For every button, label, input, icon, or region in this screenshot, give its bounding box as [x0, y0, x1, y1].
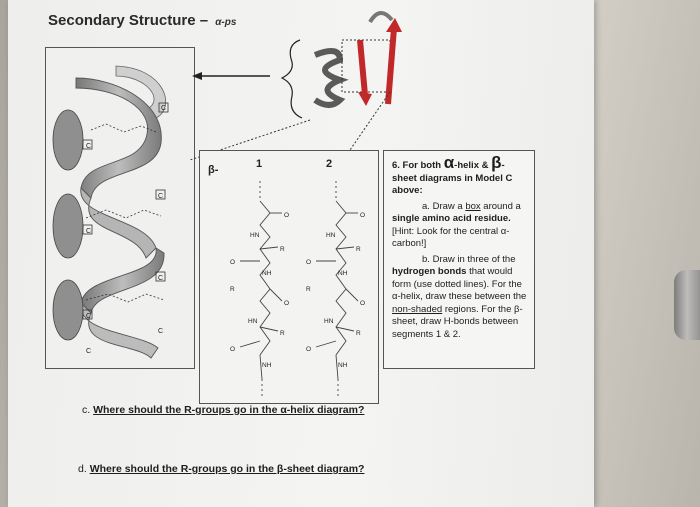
question-6-box — [383, 150, 535, 369]
part-a-hint: [Hint: Look for the central α-carbon!] — [392, 225, 510, 250]
svg-text:R: R — [280, 330, 285, 337]
page-title: Secondary Structure – α-ps — [48, 12, 236, 29]
part-b-text-1: Draw in three of the — [432, 253, 516, 265]
strand-1 — [239, 181, 283, 399]
svg-text:C: C — [161, 105, 166, 112]
alpha-symbol: α — [443, 153, 455, 172]
svg-text:O: O — [360, 212, 365, 219]
question-d: d. Where should the R-groups go in the β… — [78, 463, 364, 475]
question-c-label: c. — [82, 404, 91, 416]
title-scribble: α-ps — [215, 17, 237, 28]
svg-text:R: R — [306, 286, 311, 293]
svg-text:O: O — [360, 300, 365, 307]
part-b-bold: hydrogen bonds — [392, 266, 467, 277]
part-a-text-2: around a — [483, 200, 521, 212]
part-b-text-2: that would form (use dotted lines). For … — [392, 266, 527, 302]
svg-text:HN: HN — [326, 232, 336, 239]
segment-2-label: 2 — [326, 158, 332, 170]
helix-drawing: C C C C C C C C — [52, 65, 169, 359]
q6-helix-amp: -helix & — [454, 160, 492, 171]
part-a-label: a. — [422, 200, 430, 212]
svg-text:C: C — [86, 228, 91, 235]
svg-text:C: C — [158, 193, 163, 200]
beta-sheet-drawing: β- 1 2 O HN R O NH R O HN R O NH — [208, 158, 365, 399]
part-a-box-word: box — [465, 200, 481, 212]
helix-c-markers — [82, 102, 169, 320]
question-d-text: Where should the R-groups go in the β-sh… — [89, 463, 365, 475]
svg-text:O: O — [284, 300, 289, 307]
part-b-underline: non-shaded — [392, 303, 443, 315]
part-a-text-1: Draw a — [432, 200, 463, 212]
question-6: 6. For both α-helix & β- sheet diagrams … — [392, 154, 530, 344]
svg-text:R: R — [356, 330, 361, 337]
svg-text:NH: NH — [262, 362, 272, 369]
svg-text:NH: NH — [338, 362, 348, 369]
helix-side-lobes — [52, 109, 84, 341]
background-object — [674, 270, 700, 340]
svg-text:O: O — [306, 259, 311, 266]
helix-atom-labels: C C C C C C C C — [86, 105, 166, 355]
svg-text:O: O — [306, 346, 311, 353]
svg-text:O: O — [230, 259, 235, 266]
beta-label: β- — [208, 164, 219, 176]
svg-text:C: C — [158, 275, 163, 282]
q6-lead: 6. For both — [392, 160, 444, 171]
helix-backbone-atoms — [85, 123, 165, 303]
svg-text:O: O — [230, 346, 235, 353]
strand-2 — [315, 181, 359, 399]
beta-strand-1 — [357, 39, 368, 96]
svg-text:C: C — [86, 348, 91, 355]
svg-text:R: R — [356, 246, 361, 253]
strand-2-labels: O HN R O NH R O HN R O NH — [306, 212, 365, 369]
beta-symbol: β — [491, 153, 502, 172]
svg-text:O: O — [284, 212, 289, 219]
alpha-helix-diagram: C C C C C C C C — [45, 47, 195, 369]
beta-sheet-diagram: β- 1 2 O HN R O NH R O HN R O NH — [199, 150, 379, 404]
svg-text:HN: HN — [324, 318, 334, 325]
helix-turns — [75, 77, 165, 359]
segment-1-label: 1 — [256, 158, 262, 170]
helix-cartoon — [313, 48, 349, 108]
cartoon-structure — [190, 11, 402, 160]
q6-lead-2: sheet diagrams in Model C above: — [392, 172, 513, 197]
question-c: c. Where should the R-groups go in the α… — [82, 404, 364, 416]
part-b-label: b. — [422, 253, 430, 265]
title-text: Secondary Structure – — [48, 12, 209, 29]
brace — [280, 39, 303, 119]
svg-text:R: R — [230, 286, 235, 293]
q6-dash: - — [501, 160, 505, 171]
beta-strand-2 — [385, 27, 397, 105]
svg-text:HN: HN — [250, 232, 260, 239]
dotted-link-2 — [349, 91, 391, 151]
svg-text:C: C — [86, 313, 91, 320]
svg-text:R: R — [280, 246, 285, 253]
strand-1-labels: O HN R O NH R O HN R O NH — [230, 212, 289, 369]
part-b-text-3: regions. For the β-sheet, draw H-bonds b… — [392, 303, 523, 340]
question-d-label: d. — [78, 463, 87, 475]
question-c-text: Where should the R-groups go in the α-he… — [93, 404, 365, 416]
svg-text:C: C — [158, 328, 163, 335]
svg-text:HN: HN — [248, 318, 258, 325]
svg-text:NH: NH — [262, 270, 272, 277]
part-a-bold: single amino acid residue. — [392, 213, 511, 224]
svg-text:NH: NH — [338, 270, 348, 277]
svg-text:C: C — [86, 143, 91, 150]
